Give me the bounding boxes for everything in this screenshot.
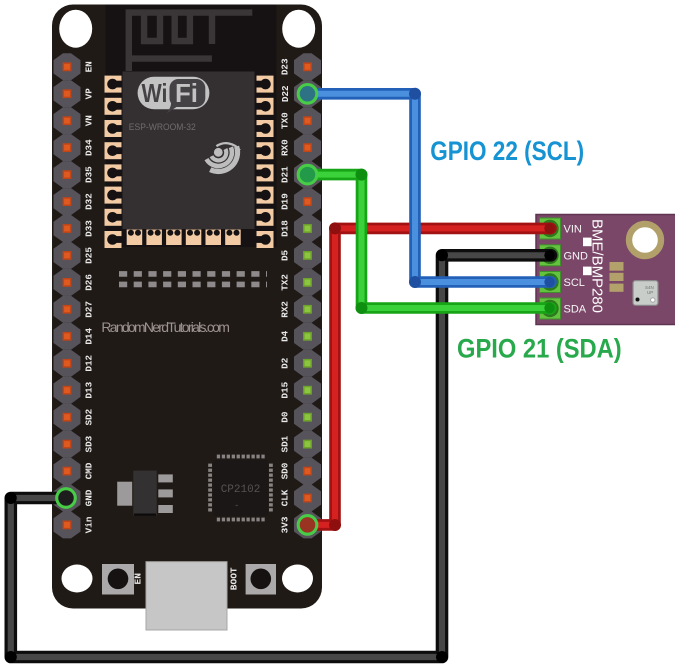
svg-text:Fi: Fi [175, 78, 198, 108]
svg-text:RandomNerdTutorials.com: RandomNerdTutorials.com [101, 319, 230, 335]
svg-text:D13: D13 [83, 381, 94, 398]
svg-text:D15: D15 [280, 381, 291, 398]
svg-text:GND: GND [564, 251, 589, 263]
svg-text:D22: D22 [280, 85, 291, 102]
svg-text:D2: D2 [280, 357, 291, 369]
svg-text:VIN: VIN [564, 224, 582, 236]
svg-text:GND: GND [84, 489, 95, 506]
svg-text:D18: D18 [280, 220, 291, 237]
svg-text:SD0: SD0 [280, 462, 291, 479]
svg-text:-: - [234, 501, 239, 511]
svg-text:D27: D27 [83, 301, 94, 318]
svg-text:D23: D23 [280, 58, 291, 75]
svg-text:D4: D4 [280, 330, 291, 342]
svg-text:D33: D33 [84, 220, 95, 237]
svg-text:D26: D26 [84, 274, 95, 291]
svg-text:VN: VN [84, 115, 95, 126]
svg-text:ESP-WROOM-32: ESP-WROOM-32 [129, 122, 196, 133]
svg-text:SDA: SDA [564, 304, 587, 316]
svg-text:D0: D0 [280, 411, 291, 423]
svg-text:D34: D34 [83, 139, 94, 156]
svg-text:RX0: RX0 [280, 139, 291, 156]
svg-text:D19: D19 [280, 193, 291, 210]
svg-text:BME/BMP280: BME/BMP280 [589, 219, 606, 313]
svg-text:D12: D12 [83, 354, 94, 371]
svg-text:VP: VP [84, 88, 95, 100]
svg-text:EN: EN [84, 61, 95, 72]
svg-text:Vin: Vin [83, 516, 94, 533]
svg-text:D35: D35 [84, 166, 95, 183]
svg-text:S4N: S4N [645, 285, 654, 290]
svg-text:CP2102: CP2102 [221, 484, 261, 496]
svg-text:EN: EN [133, 573, 144, 585]
svg-text:TX0: TX0 [280, 112, 291, 129]
svg-text:D32: D32 [84, 193, 95, 210]
svg-text:TX2: TX2 [280, 274, 291, 291]
svg-text:BOOT: BOOT [229, 567, 240, 590]
svg-text:D5: D5 [280, 249, 291, 261]
svg-text:SCL: SCL [564, 277, 585, 289]
svg-text:GPIO 22 (SCL): GPIO 22 (SCL) [430, 136, 584, 166]
svg-text:Wi: Wi [142, 78, 168, 108]
svg-text:D21: D21 [280, 166, 291, 183]
svg-text:SD2: SD2 [83, 408, 94, 425]
svg-text:3V3: 3V3 [280, 516, 291, 533]
svg-text:SD1: SD1 [280, 435, 291, 452]
svg-text:D25: D25 [83, 247, 94, 264]
svg-text:SD3: SD3 [83, 435, 94, 452]
svg-text:CLK: CLK [280, 489, 291, 506]
svg-text:D14: D14 [84, 328, 95, 345]
svg-text:GPIO 21 (SDA): GPIO 21 (SDA) [457, 333, 622, 363]
svg-text:CMD: CMD [83, 462, 94, 479]
svg-text:RX2: RX2 [280, 301, 291, 318]
svg-text:UP: UP [647, 290, 653, 295]
